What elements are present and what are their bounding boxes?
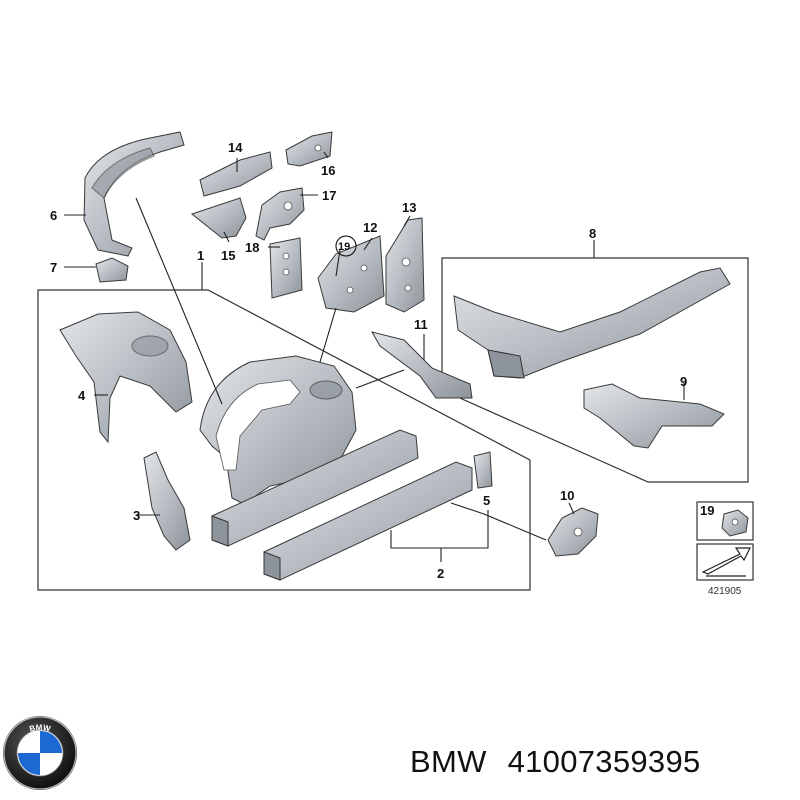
part-8-rail xyxy=(453,267,731,379)
callout-1: 1 xyxy=(197,248,204,263)
callout-18: 18 xyxy=(245,240,259,255)
callout-16: 16 xyxy=(321,163,335,178)
part-2-rail xyxy=(263,461,473,581)
part-11-bracket xyxy=(370,331,473,399)
legend-box-arrow xyxy=(696,543,754,581)
bmw-logo: BMW xyxy=(3,716,77,790)
part-15-gusset xyxy=(190,197,247,239)
callout-7: 7 xyxy=(50,260,57,275)
diagram-code: 421905 xyxy=(708,586,742,597)
callout-17: 17 xyxy=(322,188,336,203)
callout-2: 2 xyxy=(437,566,444,581)
callout-3: 3 xyxy=(133,508,140,523)
leader-lines xyxy=(64,151,685,562)
callout-8: 8 xyxy=(589,226,596,241)
callout-14: 14 xyxy=(228,140,243,155)
callout-5: 5 xyxy=(483,493,490,508)
part-1-wheelhouse xyxy=(199,355,357,505)
part-5-bracket xyxy=(473,451,493,489)
callout-10: 10 xyxy=(560,488,574,503)
part-14-panel xyxy=(199,151,273,197)
callout-13: 13 xyxy=(402,200,416,215)
part-13-panel xyxy=(385,217,425,313)
part-3-bracket xyxy=(143,451,191,551)
callouts: 6 7 14 16 17 15 18 12 13 11 8 9 10 1 4 3… xyxy=(50,140,742,597)
caption-brand: BMW xyxy=(410,744,487,779)
part-17-bracket xyxy=(255,187,305,241)
callout-15: 15 xyxy=(221,248,235,263)
logo-lettering: BMW xyxy=(28,723,51,734)
part-19-nut xyxy=(721,509,749,537)
part-6-pillar xyxy=(83,131,185,257)
callout-19-circled: 19 xyxy=(338,241,350,253)
caption: BMW 41007359395 xyxy=(410,744,701,779)
callout-9: 9 xyxy=(680,374,687,389)
callout-12: 12 xyxy=(363,220,377,235)
callout-11: 11 xyxy=(414,317,428,332)
group-frame-8 xyxy=(441,257,749,483)
callout-4: 4 xyxy=(78,388,86,403)
legend-box-nut xyxy=(696,501,754,541)
part-18-plate xyxy=(269,237,303,299)
part-16-bracket xyxy=(285,131,333,167)
part-1-rail xyxy=(211,429,419,547)
part-9-bracket xyxy=(583,383,725,449)
part-12-plate xyxy=(317,235,385,313)
caption-part-number: 41007359395 xyxy=(508,744,701,779)
callout-19-legend: 19 xyxy=(700,503,714,518)
legend-arrow-icon xyxy=(701,547,751,577)
group-frame-1 xyxy=(37,289,531,591)
part-10-bracket xyxy=(547,507,599,557)
callout-19-circle xyxy=(335,235,357,257)
part-7-bracket xyxy=(95,257,129,283)
callout-6: 6 xyxy=(50,208,57,223)
part-4-wheel-arch xyxy=(59,311,193,444)
